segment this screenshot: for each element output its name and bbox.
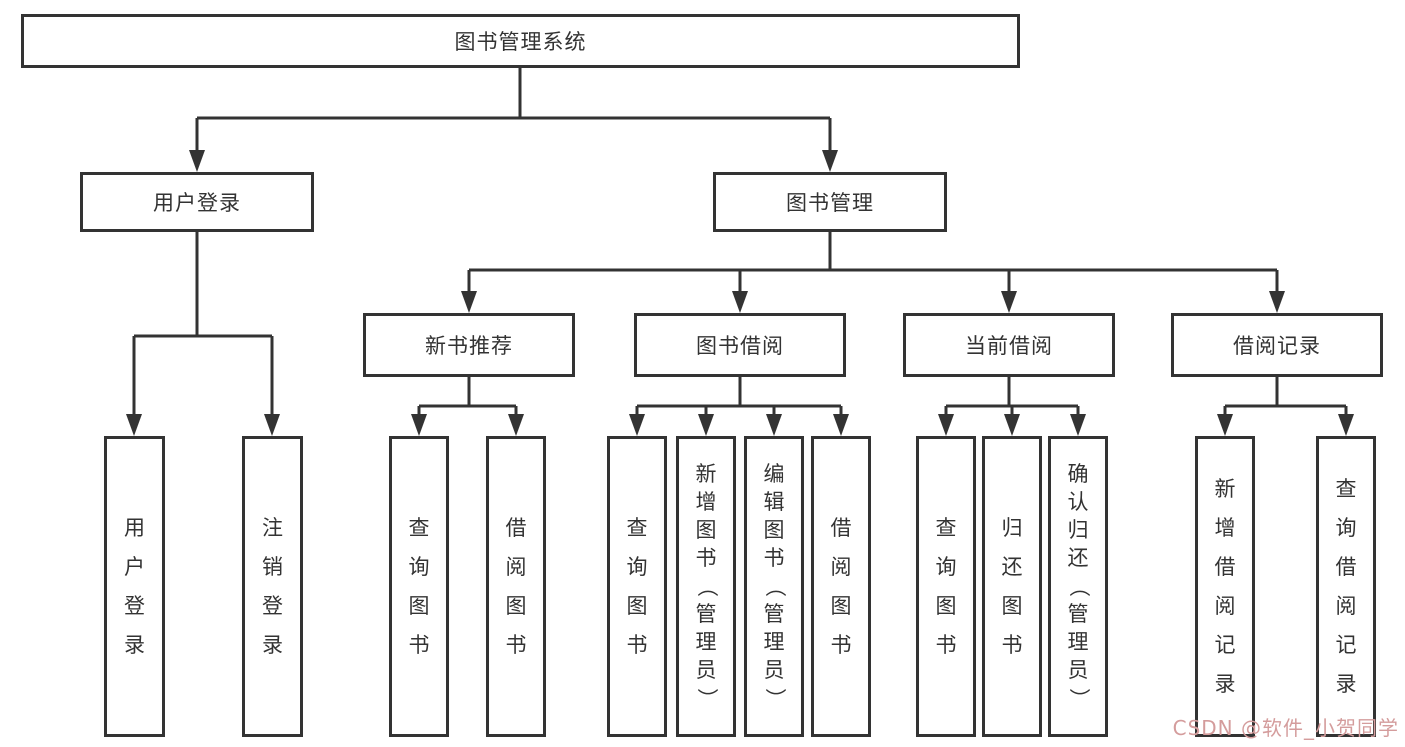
node-current-borrowing: 当前借阅: [903, 313, 1115, 377]
leaf-edit-books-admin: 编辑图书（管理员）: [744, 436, 804, 737]
leaf-query-books-recommend: 查询图书: [389, 436, 449, 737]
leaf-add-books-admin: 新增图书（管理员）: [676, 436, 736, 737]
node-borrowing-records: 借阅记录: [1171, 313, 1383, 377]
node-new-book-recommend-label: 新书推荐: [425, 334, 513, 358]
connector-current-borrow-split: [944, 377, 1080, 418]
leaf-borrow-books-borrowing: 借阅图书: [811, 436, 871, 737]
leaf-edit-books-admin-label: 编辑图书（管理员）: [762, 462, 787, 710]
leaf-logout-label: 注销登录: [262, 515, 283, 657]
leaf-user-login: 用户登录: [104, 436, 165, 737]
leaf-logout: 注销登录: [242, 436, 303, 737]
leaf-confirm-return-admin: 确认归还（管理员）: [1048, 436, 1108, 737]
leaf-add-borrow-record: 新增借阅记录: [1195, 436, 1255, 737]
leaf-user-login-label: 用户登录: [124, 515, 145, 657]
leaf-query-books-borrowing: 查询图书: [607, 436, 667, 737]
leaf-add-borrow-record-label: 新增借阅记录: [1214, 476, 1236, 696]
connector-book-mgmt-split: [467, 232, 1279, 295]
leaf-return-books-label: 归还图书: [1001, 515, 1023, 657]
leaf-borrow-books-recommend: 借阅图书: [486, 436, 546, 737]
node-book-management-label: 图书管理: [786, 191, 874, 215]
leaf-query-books-borrowing-label: 查询图书: [626, 515, 648, 657]
connector-user-login-split: [132, 232, 274, 418]
node-new-book-recommend: 新书推荐: [363, 313, 575, 377]
node-root-label: 图书管理系统: [454, 30, 587, 54]
leaf-borrow-books-recommend-label: 借阅图书: [505, 515, 527, 657]
leaf-borrow-books-borrowing-label: 借阅图书: [830, 515, 852, 657]
connector-book-borrow-split: [635, 377, 843, 418]
leaf-query-borrow-record-label: 查询借阅记录: [1335, 476, 1357, 696]
node-root: 图书管理系统: [21, 14, 1020, 68]
leaf-query-books-current: 查询图书: [916, 436, 976, 737]
node-book-borrowing: 图书借阅: [634, 313, 846, 377]
connector-borrow-record-split: [1223, 377, 1348, 418]
node-book-management: 图书管理: [713, 172, 947, 232]
node-user-login-label: 用户登录: [153, 191, 241, 215]
node-user-login: 用户登录: [80, 172, 314, 232]
leaf-query-borrow-record: 查询借阅记录: [1316, 436, 1376, 737]
leaf-query-books-current-label: 查询图书: [935, 515, 957, 657]
arrowheads: [126, 150, 1354, 436]
csdn-watermark: CSDN @软件_小贺同学: [1172, 716, 1399, 740]
connector-root-to-level2: [195, 68, 832, 154]
node-book-borrowing-label: 图书借阅: [696, 334, 784, 358]
leaf-confirm-return-admin-label: 确认归还（管理员）: [1066, 462, 1091, 710]
leaf-return-books: 归还图书: [982, 436, 1042, 737]
node-borrowing-records-label: 借阅记录: [1233, 334, 1321, 358]
connector-new-book-split: [417, 377, 518, 418]
node-current-borrowing-label: 当前借阅: [965, 334, 1053, 358]
leaf-add-books-admin-label: 新增图书（管理员）: [694, 462, 719, 710]
leaf-query-books-recommend-label: 查询图书: [408, 515, 430, 657]
